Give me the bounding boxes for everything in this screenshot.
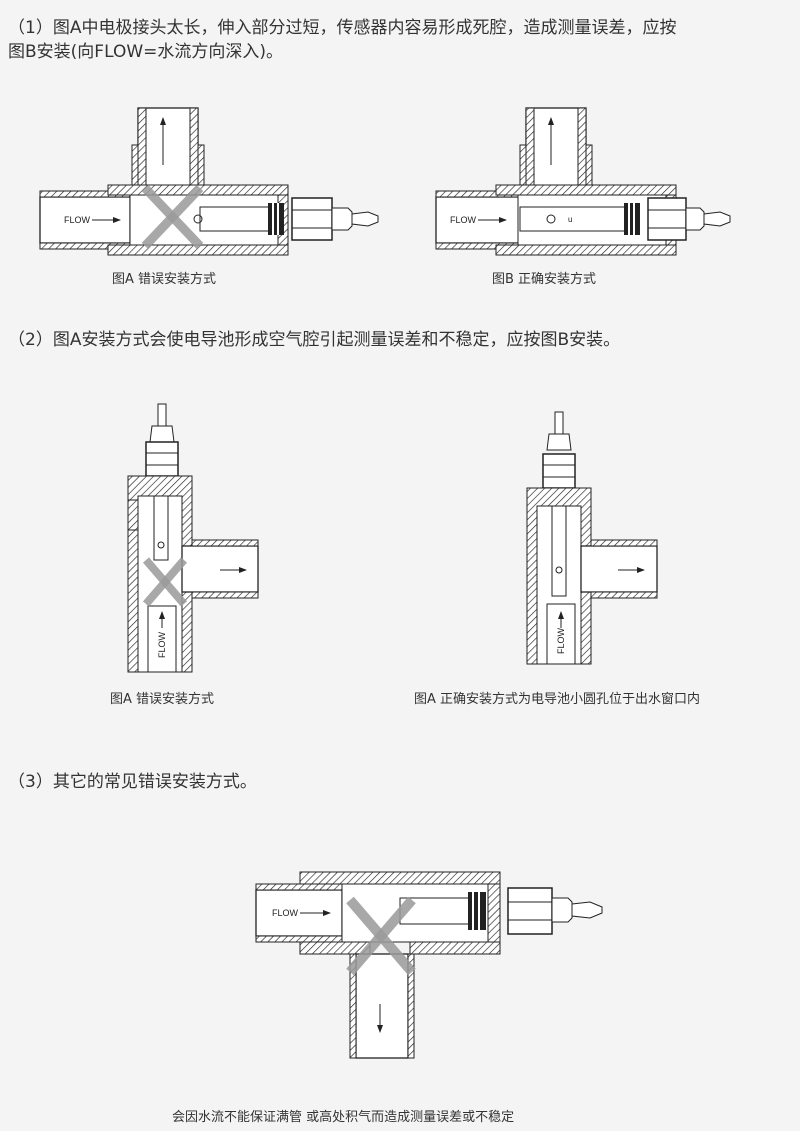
caption-2b: 图A 正确安装方式为电导池小圆孔位于出水窗口内 — [414, 692, 701, 707]
flow-label-2a: FLOW — [157, 631, 167, 658]
flow-label-1b: FLOW — [450, 215, 477, 225]
flow-label-1a: FLOW — [64, 215, 91, 225]
section-1-heading-line1: （1）图A中电极接头太长，伸入部分过短，传感器内容易形成死腔，造成测量误差，应按 — [8, 18, 677, 38]
diagram-1a-drawing: FLOW — [39, 107, 379, 256]
section-2-heading: （2）图A安装方式会使电导池形成空气腔引起测量误差和不稳定，应按图B安装。 — [8, 330, 621, 350]
diagram-3-drawing: FLOW — [255, 871, 603, 1059]
section-3-heading: （3）其它的常见错误安装方式。 — [8, 772, 257, 792]
flow-label-2b: FLOW — [556, 627, 566, 654]
cross-mark-icon — [141, 184, 204, 250]
diagram-2b-drawing: FLOW — [526, 411, 658, 665]
section-1-heading-line2: 图B安装(向FLOW=水流方向深入)。 — [8, 42, 284, 62]
diagram-2a-drawing: FLOW — [127, 403, 259, 673]
caption-3: 会因水流不能保证满管 或高处积气而造成测量误差或不稳定 — [172, 1110, 515, 1125]
caption-2a: 图A 错误安装方式 — [110, 692, 215, 707]
mark-label-1b: u — [568, 215, 572, 224]
cross-mark-icon — [142, 557, 188, 607]
caption-1b: 图B 正确安装方式 — [492, 272, 597, 287]
diagram-1b-drawing: u FLOW — [435, 107, 731, 256]
cross-mark-icon — [346, 896, 416, 976]
caption-1a: 图A 错误安装方式 — [112, 272, 217, 287]
flow-label-3: FLOW — [272, 908, 299, 918]
